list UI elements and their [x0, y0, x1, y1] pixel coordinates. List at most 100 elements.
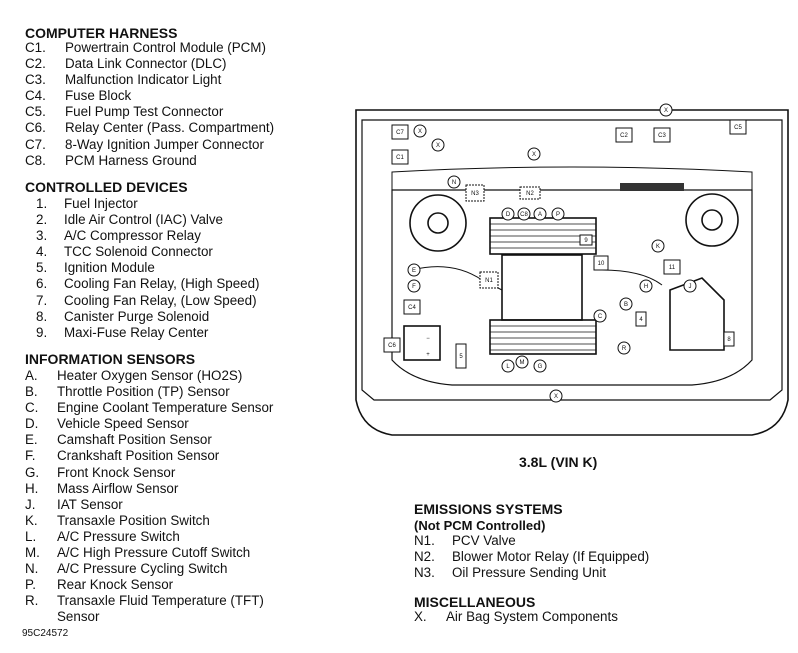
- engine-label: 3.8L (VIN K): [519, 454, 598, 470]
- item-code: 3.: [36, 228, 48, 244]
- svg-text:8: 8: [727, 337, 731, 343]
- item-label: Camshaft Position Sensor: [57, 432, 212, 448]
- item-label: Powertrain Control Module (PCM): [65, 40, 266, 55]
- item-code: A.: [25, 368, 38, 383]
- list-item: B.Throttle Position (TP) Sensor: [25, 384, 230, 400]
- svg-text:E: E: [412, 268, 416, 274]
- item-label: A/C Pressure Cycling Switch: [57, 561, 228, 577]
- item-code: K.: [25, 512, 38, 528]
- item-label: Malfunction Indicator Light: [65, 72, 222, 88]
- item-code: 9.: [36, 324, 48, 340]
- list-item: C6.Relay Center (Pass. Compartment): [25, 120, 274, 136]
- svg-text:X: X: [436, 143, 440, 149]
- figure-code: 95C24572: [22, 628, 69, 639]
- svg-text:9: 9: [584, 238, 588, 244]
- item-code: E.: [25, 432, 38, 448]
- controlled-devices-title: CONTROLLED DEVICES: [25, 179, 188, 195]
- item-label: Vehicle Speed Sensor: [57, 416, 189, 432]
- item-code: B.: [25, 384, 38, 400]
- item-label: Rear Knock Sensor: [57, 577, 174, 593]
- list-item: C7.8-Way Ignition Jumper Connector: [25, 136, 264, 153]
- list-item: F. Crankshaft Position Sensor: [25, 448, 219, 464]
- item-label: Front Knock Sensor: [57, 464, 176, 480]
- svg-text:X: X: [554, 394, 558, 400]
- list-item: C4.Fuse Block: [25, 88, 131, 104]
- svg-text:X: X: [664, 108, 668, 114]
- list-item: 3. A/C Compressor Relay: [36, 228, 201, 244]
- list-item: 1. Fuel Injector: [36, 196, 138, 212]
- list-item: C5.Fuel Pump Test Connector: [25, 104, 223, 120]
- list-item: N1.PCV Valve: [414, 533, 516, 549]
- item-label: Crankshaft Position Sensor: [57, 448, 220, 464]
- item-label: Fuel Injector: [64, 196, 138, 211]
- item-code: 7.: [36, 292, 48, 308]
- svg-text:4: 4: [639, 317, 643, 323]
- miscellaneous-list: X.Air Bag System Components: [414, 609, 618, 625]
- item-code: P.: [25, 577, 36, 593]
- item-label: Fuse Block: [65, 88, 132, 104]
- item-label: TCC Solenoid Connector: [64, 244, 213, 260]
- svg-text:N3: N3: [471, 191, 479, 197]
- list-item: C3.Malfunction Indicator Light: [25, 72, 221, 88]
- item-code: R.: [25, 593, 39, 609]
- computer-harness-title: COMPUTER HARNESS: [25, 25, 178, 41]
- list-item: 7.Cooling Fan Relay, (Low Speed): [36, 292, 257, 309]
- item-code: G.: [25, 464, 40, 480]
- item-label: Heater Oxygen Sensor (HO2S): [57, 368, 243, 383]
- item-code: C7.: [25, 136, 46, 152]
- list-item: A. Heater Oxygen Sensor (HO2S): [25, 368, 242, 384]
- list-item: C1. Powertrain Control Module (PCM): [25, 40, 266, 56]
- svg-text:C: C: [598, 314, 603, 320]
- svg-text:C6: C6: [388, 343, 396, 349]
- svg-text:C3: C3: [658, 133, 666, 139]
- item-label: Maxi-Fuse Relay Center: [64, 324, 209, 340]
- list-item: D.Vehicle Speed Sensor: [25, 416, 189, 432]
- item-label: Canister Purge Solenoid: [64, 308, 210, 324]
- item-code: 1.: [36, 196, 48, 211]
- item-label: Mass Airflow Sensor: [57, 480, 179, 496]
- svg-text:K: K: [656, 244, 660, 250]
- item-code: C.: [25, 400, 39, 416]
- item-label: Engine Coolant Temperature Sensor: [57, 400, 274, 416]
- list-item: 5.Ignition Module: [36, 260, 155, 276]
- item-label: Cooling Fan Relay, (High Speed): [64, 276, 260, 292]
- item-code: C6.: [25, 120, 46, 136]
- list-item: 4. TCC Solenoid Connector: [36, 244, 213, 260]
- item-label: IAT Sensor: [57, 496, 123, 512]
- item-code: C1.: [25, 40, 46, 55]
- list-item: E. Camshaft Position Sensor: [25, 432, 212, 448]
- item-code: 5.: [36, 260, 48, 276]
- list-item: 9. Maxi-Fuse Relay Center: [36, 324, 208, 341]
- item-code: H.: [25, 480, 39, 496]
- list-item: C. Engine Coolant Temperature Sensor: [25, 400, 273, 416]
- svg-text:11: 11: [669, 265, 676, 271]
- item-label: A/C High Pressure Cutoff Switch: [57, 545, 251, 561]
- list-item: 8.Canister Purge Solenoid: [36, 309, 209, 325]
- item-code: F.: [25, 448, 36, 464]
- item-code: N2.: [414, 549, 435, 565]
- item-label: Idle Air Control (IAC) Valve: [64, 212, 224, 228]
- item-code: N1.: [414, 533, 435, 548]
- list-item: L.A/C Pressure Switch: [25, 528, 180, 545]
- emissions-systems-title: EMISSIONS SYSTEMS: [414, 501, 563, 517]
- svg-text:X: X: [418, 129, 422, 135]
- item-code: C2.: [25, 56, 46, 72]
- item-label: Blower Motor Relay (If Equipped): [452, 549, 650, 565]
- item-code: 4.: [36, 244, 48, 260]
- svg-text:M: M: [520, 360, 525, 366]
- list-item: P. Rear Knock Sensor: [25, 577, 173, 593]
- item-code: L.: [25, 528, 37, 544]
- svg-text:C4: C4: [408, 305, 416, 311]
- svg-text:F: F: [412, 284, 416, 290]
- item-label: A/C Compressor Relay: [64, 228, 201, 244]
- svg-text:C8: C8: [520, 212, 528, 218]
- list-item: X.Air Bag System Components: [414, 609, 618, 625]
- svg-text:N2: N2: [526, 191, 534, 197]
- emissions-systems-subtitle: (Not PCM Controlled): [414, 518, 546, 533]
- svg-text:G: G: [538, 364, 543, 370]
- miscellaneous-title: MISCELLANEOUS: [414, 594, 536, 610]
- list-item: J.IAT Sensor: [25, 497, 123, 513]
